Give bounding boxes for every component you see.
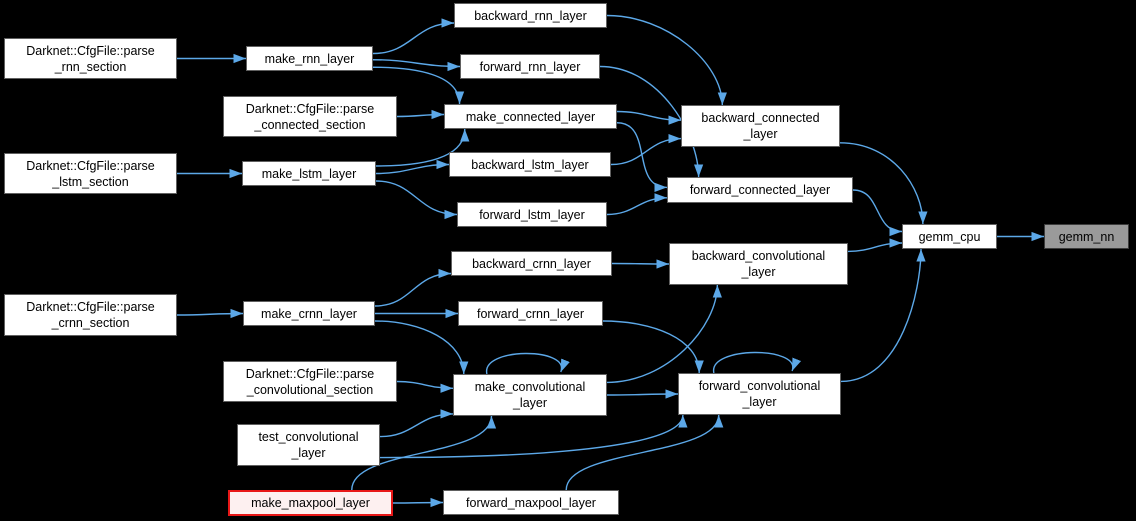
node-parse-rnn-section[interactable]: Darknet::CfgFile::parse_rnn_section [4,38,177,79]
node-label: backward_lstm_layer [471,157,589,172]
node-forward-convolutional-layer[interactable]: forward_convolutional _layer [678,373,841,415]
edge-backward-convolutional-layer-to-gemm-cpu [847,238,903,253]
edge-make-crnn-layer-to-backward-crnn-layer [374,268,452,307]
node-label: _layer [512,396,548,410]
node-test-convolutional-layer[interactable]: test_convolutional _layer [237,424,380,466]
node-gemm-cpu[interactable]: gemm_cpu [902,224,997,249]
node-label: _crnn_section [51,316,130,330]
edge-forward-maxpool-layer-to-forward-convolutional-layer [565,414,724,491]
node-backward-connected-layer[interactable]: backward_connected _layer [681,105,840,147]
node-make-convolutional-layer[interactable]: make_convolutional _layer [453,374,607,416]
edge-test-convolutional-layer-to-forward-convolutional-layer [379,414,688,459]
node-label: Darknet::CfgFile::parse [26,43,155,58]
node-make-connected-layer[interactable]: make_connected_layer [444,104,617,129]
node-label: forward_maxpool_layer [466,495,596,510]
node-label: backward_convolutional [691,249,826,263]
node-label: _layer [742,395,777,409]
edge-forward-convolutional-layer-to-forward-convolutional-layer [713,351,802,374]
node-forward-connected-layer[interactable]: forward_connected_layer [667,177,853,203]
node-label: forward_convolutional [698,379,821,393]
edge-backward-connected-layer-to-gemm-cpu [839,142,928,225]
edge-backward-lstm-layer-to-backward-connected-layer [610,133,682,166]
node-label: make_lstm_layer [261,166,357,181]
node-parse-lstm-section[interactable]: Darknet::CfgFile::parse_lstm_section [4,153,177,194]
edge-make-lstm-layer-to-backward-lstm-layer [375,159,450,175]
edge-make-lstm-layer-to-make-connected-layer [375,128,470,167]
node-label: gemm_nn [1058,229,1115,244]
edge-make-rnn-layer-to-backward-rnn-layer [372,18,455,55]
edge-make-lstm-layer-to-forward-lstm-layer [375,180,458,220]
node-label: _layer [291,446,326,460]
edge-backward-rnn-layer-to-backward-connected-layer [606,14,727,106]
node-parse-convolutional-section[interactable]: Darknet::CfgFile::parse_convolutional_se… [223,361,397,402]
node-parse-connected-section[interactable]: Darknet::CfgFile::parse_connected_sectio… [223,96,397,137]
node-label: _connected_section [254,117,366,132]
node-forward-maxpool-layer[interactable]: forward_maxpool_layer [443,490,619,515]
node-make-crnn-layer[interactable]: make_crnn_layer [243,301,375,326]
node-make-rnn-layer[interactable]: make_rnn_layer [246,46,373,71]
node-label: test_convolutional [258,430,359,444]
edge-make-convolutional-layer-to-make-convolutional-layer [486,352,570,375]
node-label: forward_crnn_layer [477,306,584,321]
node-forward-crnn-layer[interactable]: forward_crnn_layer [458,301,603,326]
edge-make-connected-layer-to-backward-connected-layer [616,110,682,125]
edge-forward-crnn-layer-to-forward-convolutional-layer [602,320,704,374]
node-make-maxpool-layer[interactable]: make_maxpool_layer [228,490,393,516]
node-parse-crnn-section[interactable]: Darknet::CfgFile::parse_crnn_section [4,294,177,336]
node-label: make_convolutional [474,380,586,394]
node-label: Darknet::CfgFile::parse [26,300,155,314]
edge-make-rnn-layer-to-forward-rnn-layer [372,59,461,72]
node-forward-rnn-layer[interactable]: forward_rnn_layer [460,54,600,79]
edge-make-crnn-layer-to-make-convolutional-layer [374,320,469,375]
node-label: _layer [741,265,776,279]
node-forward-lstm-layer[interactable]: forward_lstm_layer [457,202,607,227]
node-backward-lstm-layer[interactable]: backward_lstm_layer [449,152,611,177]
edge-parse-connected-section-to-make-connected-layer [396,109,445,120]
node-label: backward_connected [701,111,820,125]
node-label: make_crnn_layer [261,306,357,321]
node-backward-convolutional-layer[interactable]: backward_convolutional _layer [669,243,848,285]
node-label: make_maxpool_layer [251,496,370,510]
edge-forward-lstm-layer-to-forward-connected-layer [606,193,668,216]
node-label: Darknet::CfgFile::parse [245,366,375,381]
node-label: Darknet::CfgFile::parse [245,101,375,116]
edge-backward-crnn-layer-to-backward-convolutional-layer [611,259,670,269]
edge-make-convolutional-layer-to-backward-convolutional-layer [606,284,722,384]
edge-forward-convolutional-layer-to-gemm-cpu [840,248,926,383]
edge-make-maxpool-layer-to-forward-maxpool-layer [392,497,444,508]
node-label: backward_crnn_layer [472,256,591,271]
node-label: _layer [743,127,778,141]
node-label: make_rnn_layer [264,51,355,66]
node-label: backward_rnn_layer [474,8,587,23]
node-gemm-nn: gemm_nn [1044,224,1129,249]
node-label: _convolutional_section [246,382,374,397]
node-backward-crnn-layer[interactable]: backward_crnn_layer [451,251,612,276]
edge-forward-connected-layer-to-gemm-cpu [852,189,903,237]
edge-make-maxpool-layer-to-make-convolutional-layer [351,415,497,491]
node-backward-rnn-layer[interactable]: backward_rnn_layer [454,3,607,28]
edge-forward-rnn-layer-to-forward-connected-layer [599,65,704,178]
edge-test-convolutional-layer-to-make-convolutional-layer [379,409,454,438]
node-label: forward_lstm_layer [479,207,585,222]
node-label: _lstm_section [52,174,129,189]
edge-make-rnn-layer-to-make-connected-layer [372,66,465,105]
edge-make-convolutional-layer-to-forward-convolutional-layer [606,389,679,399]
node-label: make_connected_layer [465,109,596,124]
edge-parse-crnn-section-to-make-crnn-layer [176,308,244,319]
node-label: Darknet::CfgFile::parse [26,158,155,173]
node-make-lstm-layer[interactable]: make_lstm_layer [242,161,376,186]
node-label: _rnn_section [54,59,127,74]
node-label: forward_connected_layer [689,183,831,197]
node-label: forward_rnn_layer [479,59,581,74]
node-label: gemm_cpu [918,229,981,244]
edge-parse-convolutional-section-to-make-convolutional-layer [396,380,454,393]
